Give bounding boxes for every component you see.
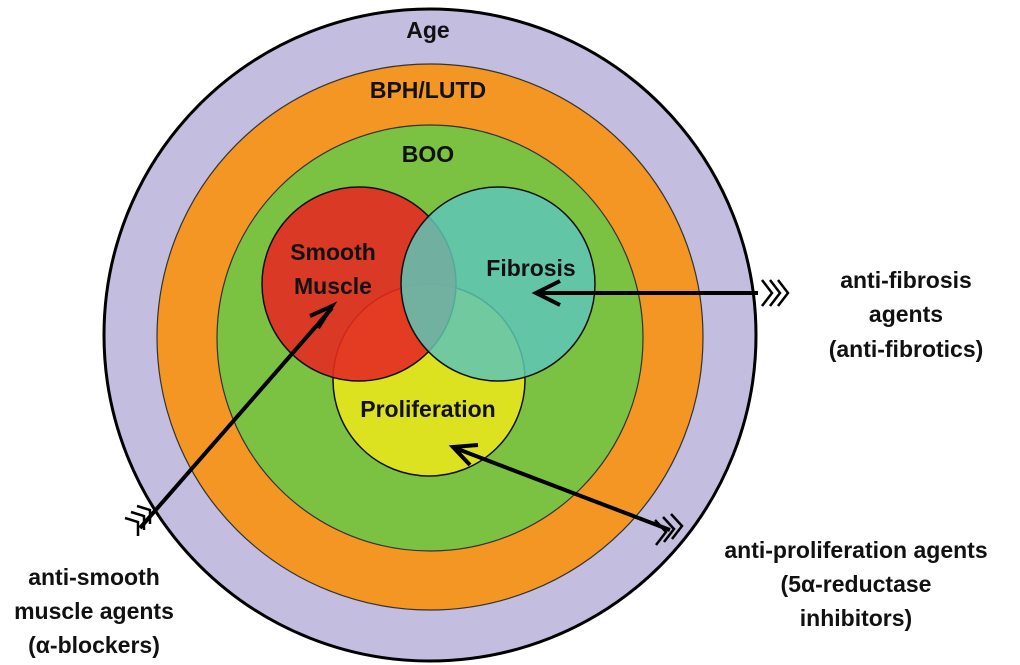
anti-smooth-muscle-line2: muscle agents [14,598,174,624]
arrow-anti-smooth-muscle [124,301,338,536]
anti-fibrosis-line2: agents [869,301,943,327]
label-age: Age [406,17,449,43]
label-smooth: Smooth [290,239,376,265]
label-fibrosis: Fibrosis [486,255,575,281]
anti-smooth-muscle-line3: (α-blockers) [28,632,160,658]
label-boo: BOO [402,141,454,167]
anti-smooth-muscle-line1: anti-smooth [28,564,160,590]
anti-fibrosis-line1: anti-fibrosis [840,267,972,293]
label-bph-lutd: BPH/LUTD [370,77,486,103]
arrow-anti-proliferation [448,443,684,546]
anti-proliferation-line3: inhibitors) [800,605,912,631]
label-proliferation: Proliferation [360,396,495,422]
arrow-anti-fibrosis [531,279,790,307]
anti-proliferation-line1: anti-proliferation agents [724,537,987,563]
anti-proliferation-line2: (5α-reductase [781,571,932,597]
label-muscle: Muscle [294,273,372,299]
anti-fibrosis-line3: (anti-fibrotics) [829,336,984,362]
circle-fibrosis [400,186,596,382]
